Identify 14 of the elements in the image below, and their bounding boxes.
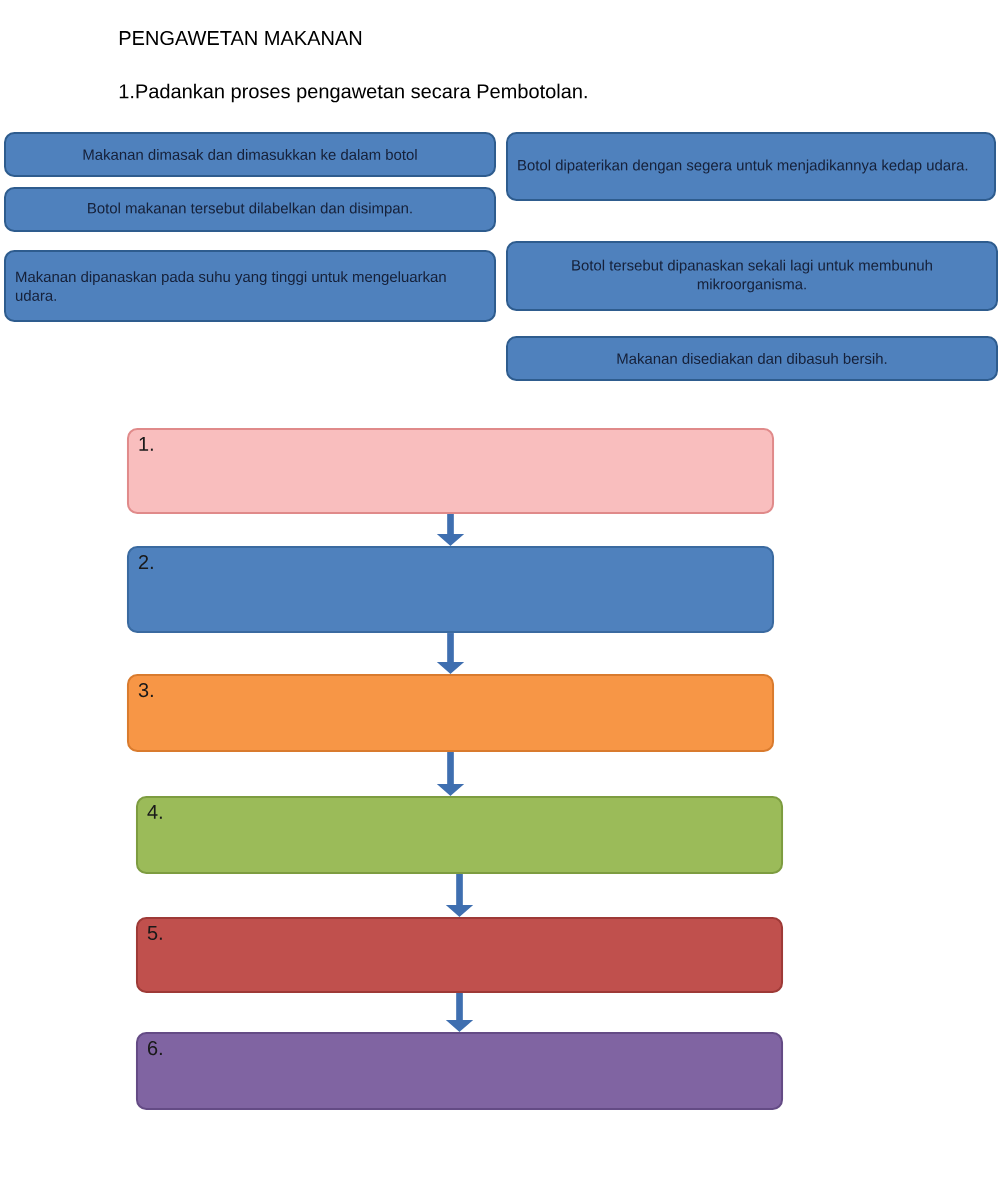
answer-box: Botol tersebut dipanaskan sekali lagi untuk membunuh mikroorganisma.: [506, 241, 998, 311]
answer-box: Makanan dimasak dan dimasukkan ke dalam botol: [4, 132, 496, 177]
instruction: 1.Padankan proses pengawetan secara Pembotolan.: [119, 83, 587, 103]
title: PENGAWETAN MAKANAN: [119, 30, 362, 46]
step-box: 5.: [135, 917, 784, 993]
answer-box: Makanan dipanaskan pada suhu yang tinggi untuk mengeluarkan udara.: [4, 250, 496, 322]
answer-box: Makanan disediakan dan dibasuh bersih.: [506, 336, 998, 381]
step-box: 4.: [135, 796, 784, 874]
step-box: 3.: [126, 674, 775, 752]
step-box: 6.: [135, 1032, 784, 1110]
answer-box: Botol dipaterikan dengan segera untuk menjadikannya kedap udara.: [506, 132, 996, 201]
answer-box: Botol makanan tersebut dilabelkan dan disimpan.: [4, 187, 496, 232]
step-box: 1.: [126, 428, 775, 514]
step-box: 2.: [126, 545, 775, 634]
